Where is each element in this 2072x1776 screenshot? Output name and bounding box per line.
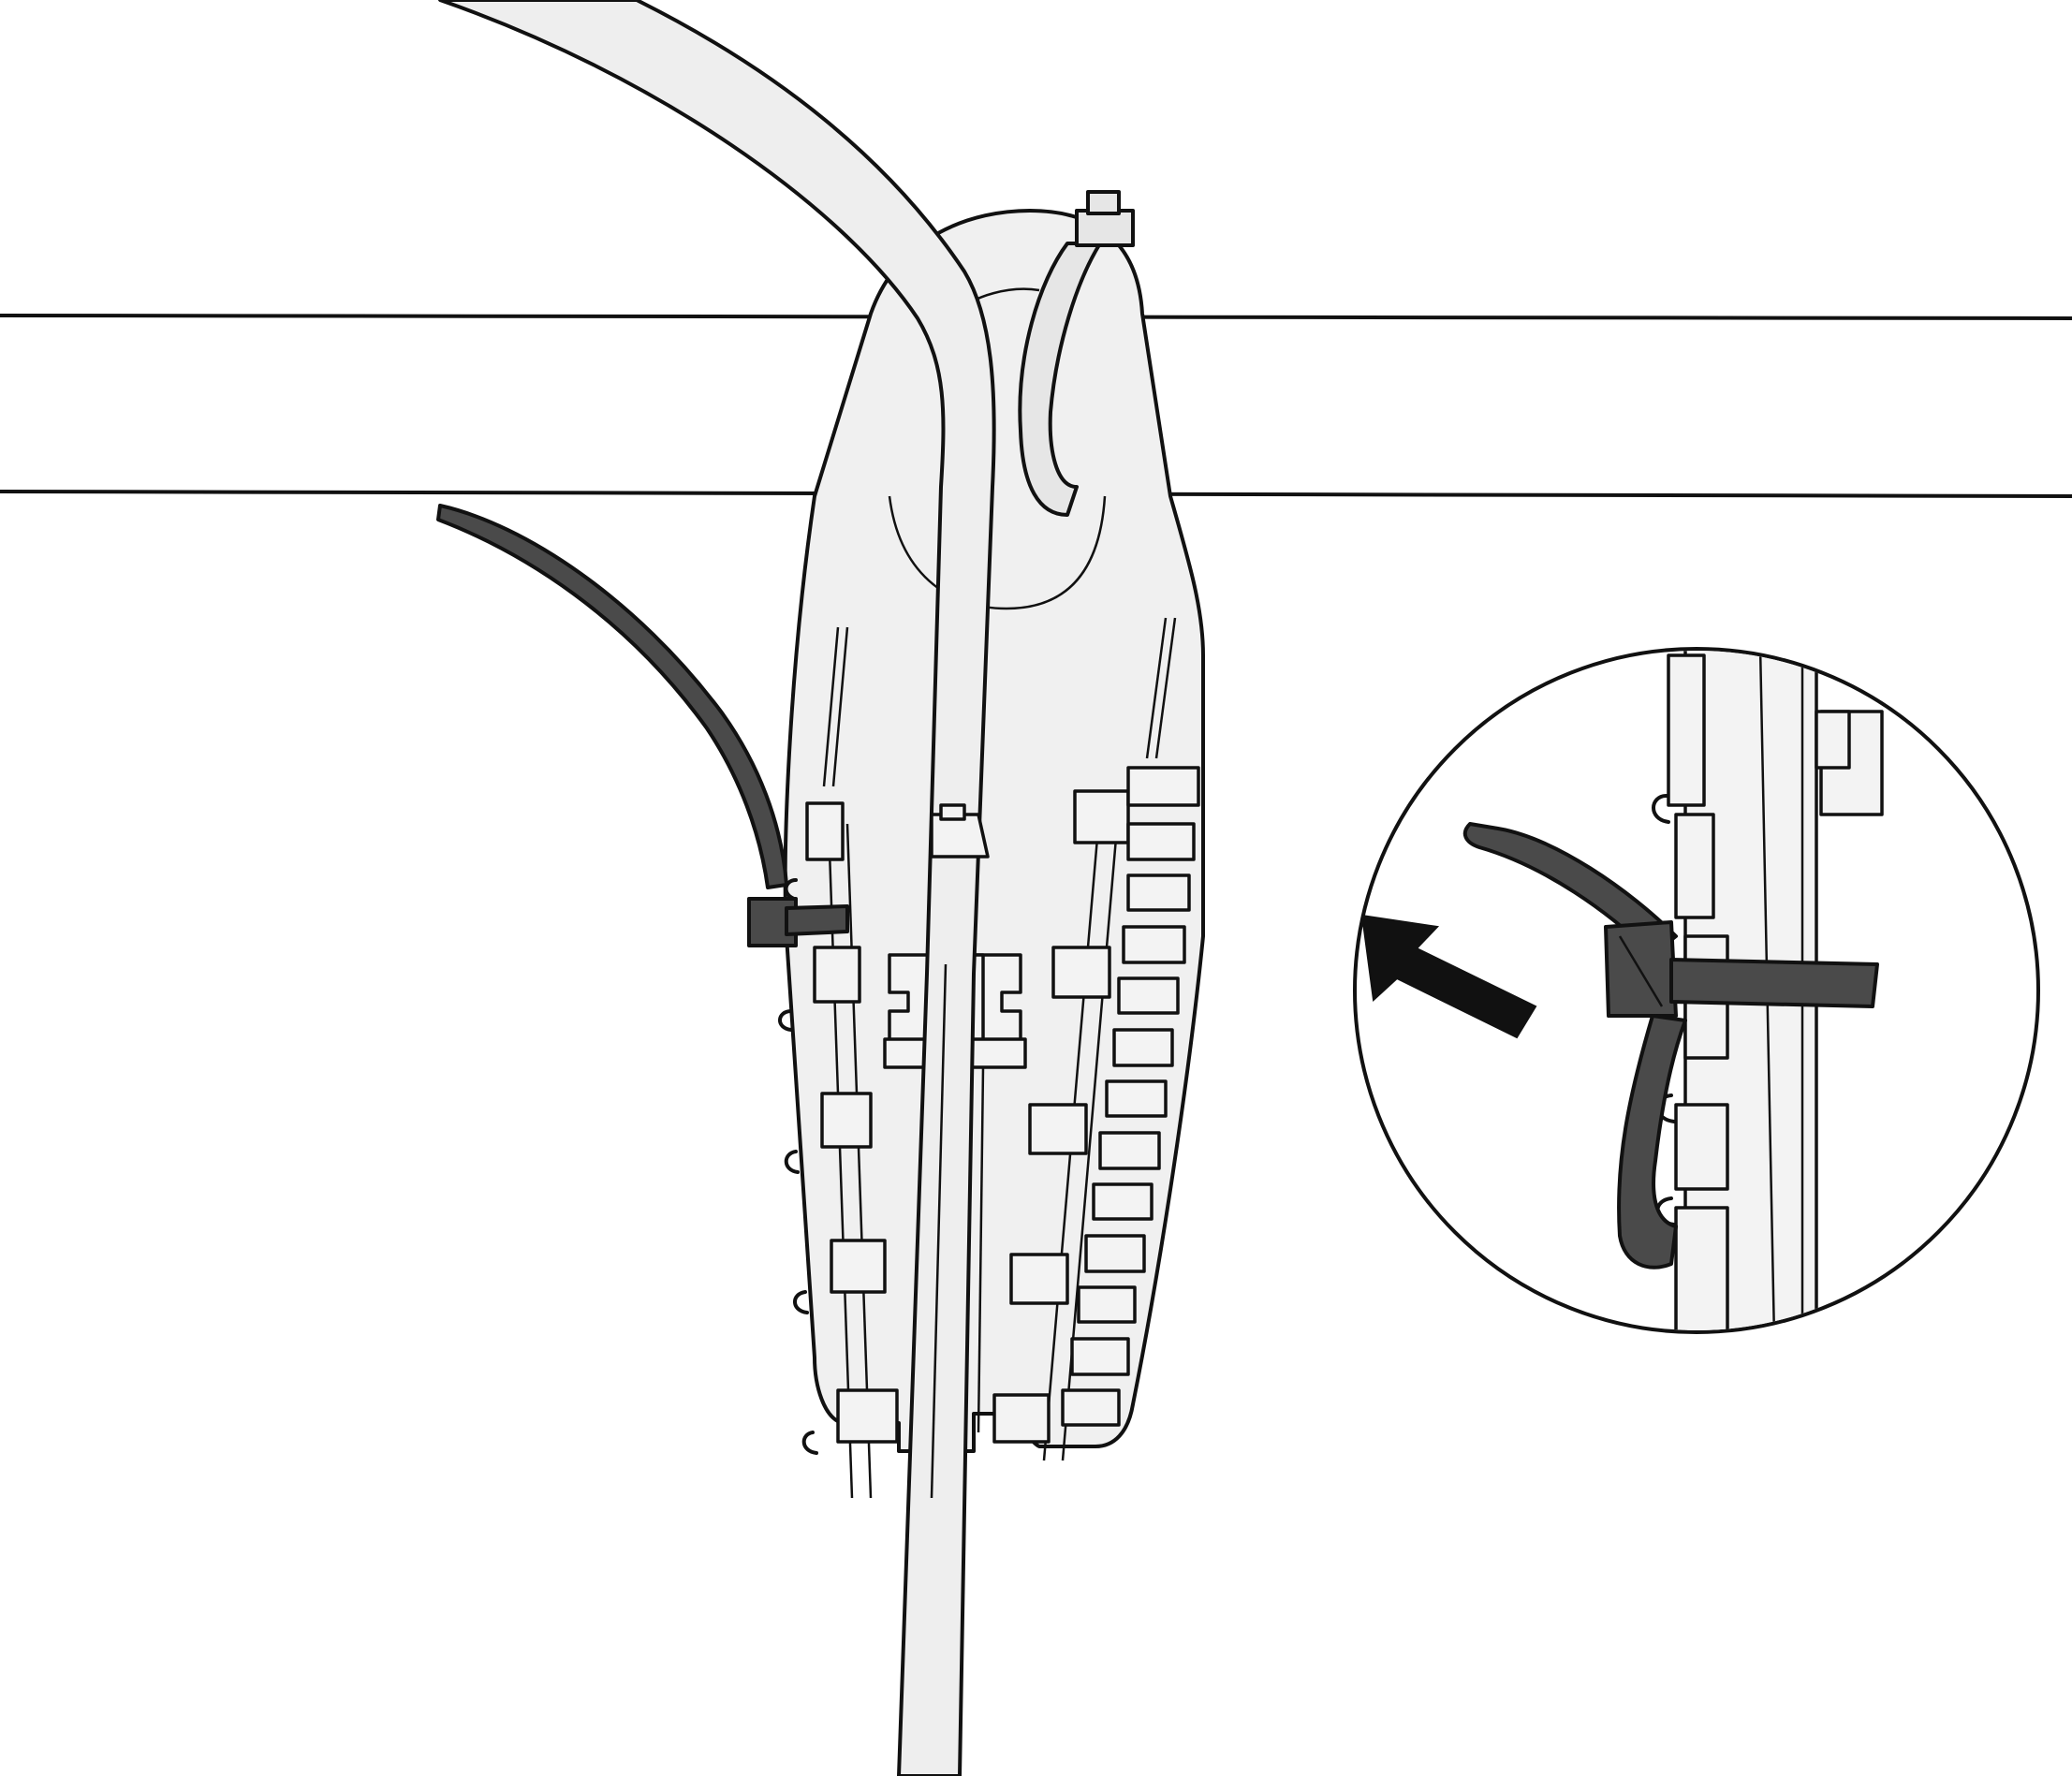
- dark-cable-tie-main: [436, 504, 849, 947]
- detail-inset-circle: [1353, 647, 2040, 1334]
- cable-tube: [438, 0, 996, 1776]
- left-tab-column: [778, 801, 899, 1455]
- right-tab-column: [992, 766, 1200, 1444]
- beam-cable-tie-loop: [1018, 190, 1135, 517]
- arrow-up-left-icon: [1360, 914, 1537, 1039]
- tube-cable-tie-head: [930, 803, 990, 859]
